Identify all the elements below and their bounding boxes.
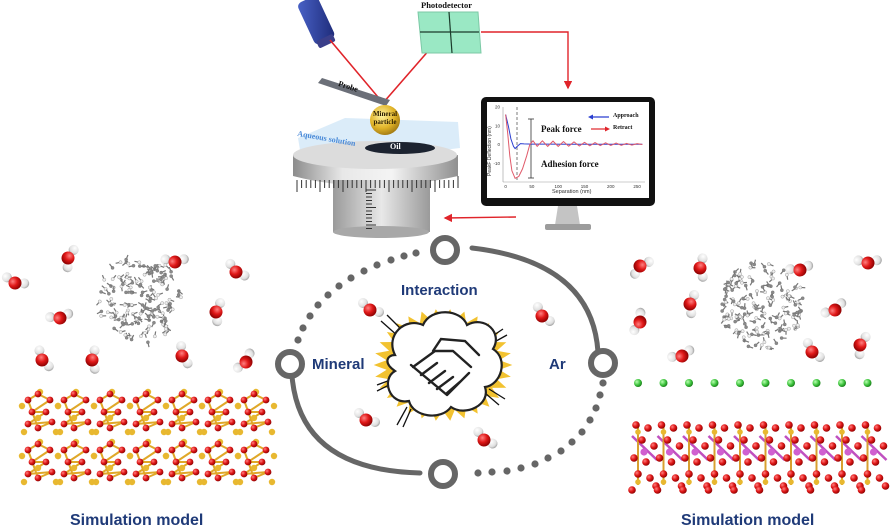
water-molecule — [526, 299, 561, 329]
y-tick-label: 20 — [495, 105, 501, 110]
series-retract-line — [505, 114, 643, 179]
legend-retract-arrowhead — [605, 126, 610, 132]
signal-line-to-monitor — [481, 31, 573, 90]
water-molecule — [469, 424, 502, 451]
sodium-ion — [761, 379, 770, 387]
water-molecule — [26, 342, 62, 375]
probe-cantilever — [318, 78, 390, 106]
stand-scale-ticks — [366, 189, 376, 229]
sodium-ion — [634, 379, 642, 387]
x-tick-label: 100 — [554, 184, 562, 189]
sodium-ion — [736, 379, 744, 387]
legend-retract-label: Retract — [613, 125, 633, 131]
chart-annotation-peak-force: Peak force — [541, 124, 582, 134]
sodium-ion — [710, 379, 719, 387]
sodium-ion — [787, 379, 795, 387]
left-simulation-model — [0, 242, 278, 486]
sodium-ion — [863, 379, 872, 387]
water-molecule — [352, 406, 382, 429]
cycle-arc-bottom-left — [289, 373, 423, 476]
sodium-ion — [812, 379, 821, 387]
water-molecule — [356, 296, 386, 319]
interaction-cycle — [275, 235, 618, 489]
sodium-ion — [838, 379, 846, 387]
water-molecule — [157, 243, 193, 276]
water-molecule — [627, 250, 657, 285]
peak-force-error-bar — [528, 118, 534, 179]
water-molecule — [203, 295, 234, 330]
cycle-dotted-top-left — [294, 249, 420, 344]
water-molecule — [221, 256, 254, 283]
x-tick-label: 200 — [607, 184, 615, 189]
laser-icon — [298, 0, 336, 48]
mineral-particle-icon — [370, 105, 400, 135]
stage-scale-ticks — [296, 176, 459, 192]
handshake-interaction-icon — [373, 309, 513, 428]
chart-annotation-adhesion-force: Adhesion force — [541, 159, 599, 169]
y-tick-label: 10 — [495, 123, 501, 128]
oil-label: Oil — [390, 142, 401, 151]
oil-disk — [365, 142, 435, 154]
cycle-node-left — [275, 349, 305, 379]
laser-beam-incident — [329, 39, 384, 104]
sodium-ion — [659, 379, 668, 387]
water-molecule — [78, 342, 111, 378]
particle-label-line2: particle — [373, 118, 397, 126]
water-molecule — [0, 267, 32, 294]
x-tick-label: 0 — [504, 184, 507, 189]
y-tick-label: -10 — [493, 161, 500, 166]
interaction-label: Interaction — [401, 282, 478, 299]
x-tick-label: 150 — [581, 184, 589, 189]
chart-y-axis-label: PeakF Deflection (nm) — [487, 126, 493, 176]
water-molecule — [663, 336, 698, 372]
mineral-label: Mineral — [312, 356, 365, 373]
right-asphaltene-molecule — [720, 259, 806, 351]
photodetector-label: Photodetector — [421, 0, 472, 10]
cycle-node-top — [430, 235, 460, 265]
series-approach-line — [505, 114, 643, 150]
right-simulation-model — [624, 244, 890, 494]
left-asphaltene-molecule — [96, 254, 183, 348]
cycle-dotted-bottom-right — [474, 379, 607, 477]
water-molecule — [796, 335, 831, 365]
photodetector-icon — [417, 11, 482, 54]
left-mineral-lattice — [18, 388, 278, 486]
x-tick-label: 50 — [529, 184, 535, 189]
water-molecule — [850, 244, 886, 277]
water-molecule — [677, 287, 708, 322]
water-molecule — [230, 344, 257, 377]
feedback-line-to-stage — [443, 213, 517, 223]
x-tick-label: 250 — [633, 184, 641, 189]
legend-approach-arrowhead — [588, 114, 593, 120]
water-molecule — [166, 337, 202, 372]
mineral-particle-label: Mineral particle — [370, 110, 400, 126]
particle-label-line1: Mineral — [372, 110, 398, 118]
cycle-node-bottom — [428, 459, 458, 489]
cycle-arc-top-right — [469, 245, 601, 355]
water-molecule — [624, 305, 651, 338]
water-molecule — [57, 242, 84, 275]
ar-label: Ar — [549, 356, 566, 373]
chart-x-axis-label: Separation (nm) — [552, 189, 592, 195]
right-sodium-ions — [634, 379, 872, 387]
legend-approach-label: Approach — [613, 113, 639, 119]
right-mineral-lattice — [628, 421, 890, 494]
right-panel-caption: Simulation model — [681, 512, 815, 529]
water-molecule — [817, 290, 850, 326]
water-molecule — [41, 298, 77, 333]
water-molecule — [849, 329, 876, 362]
water-molecule — [686, 250, 719, 286]
cycle-node-right — [588, 348, 618, 378]
sodium-ion — [685, 379, 693, 387]
y-tick-label: 0 — [497, 142, 500, 147]
left-panel-caption: Simulation model — [70, 512, 204, 529]
